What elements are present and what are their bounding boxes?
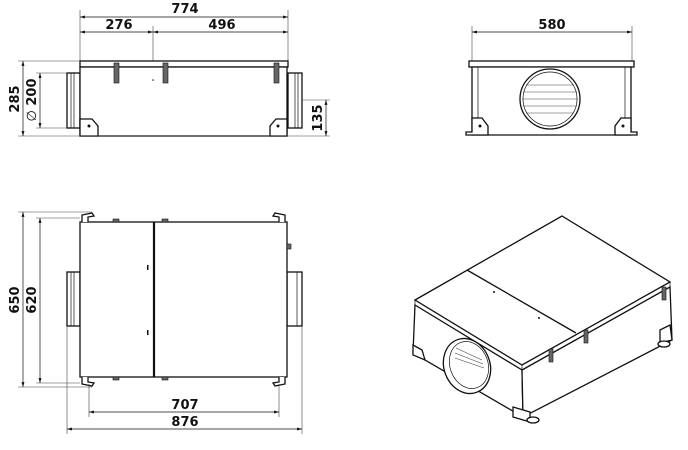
iso-duct: [442, 337, 492, 395]
dimension-580: 580: [538, 18, 565, 33]
front-view: 580: [465, 18, 638, 136]
dimension-876: 876: [171, 415, 198, 430]
dimension-620: 620: [25, 286, 40, 313]
isometric-view: [412, 215, 673, 424]
dimension-135: 135: [311, 104, 326, 131]
side-view: 774 276 496 285 ∅ 200 135: [8, 2, 330, 137]
dimension-496: 496: [208, 18, 235, 33]
lid: [79, 60, 289, 68]
dimension-diameter-200: ∅ 200: [25, 79, 40, 122]
dimension-285: 285: [8, 85, 23, 112]
mount-bracket-icons: [81, 212, 292, 387]
dimension-650: 650: [8, 286, 23, 313]
latch-icons: [113, 62, 280, 84]
top-body: [79, 221, 288, 378]
iso-latch-icons: [548, 286, 667, 363]
unit-body: [79, 66, 288, 137]
dimension-707: 707: [171, 398, 198, 413]
dimension-774: 774: [171, 2, 198, 17]
mount-bracket-right: [269, 118, 288, 137]
duct-left: [66, 72, 81, 129]
dimension-276: 276: [105, 18, 132, 33]
top-view: 650 620 707 876: [8, 211, 303, 434]
